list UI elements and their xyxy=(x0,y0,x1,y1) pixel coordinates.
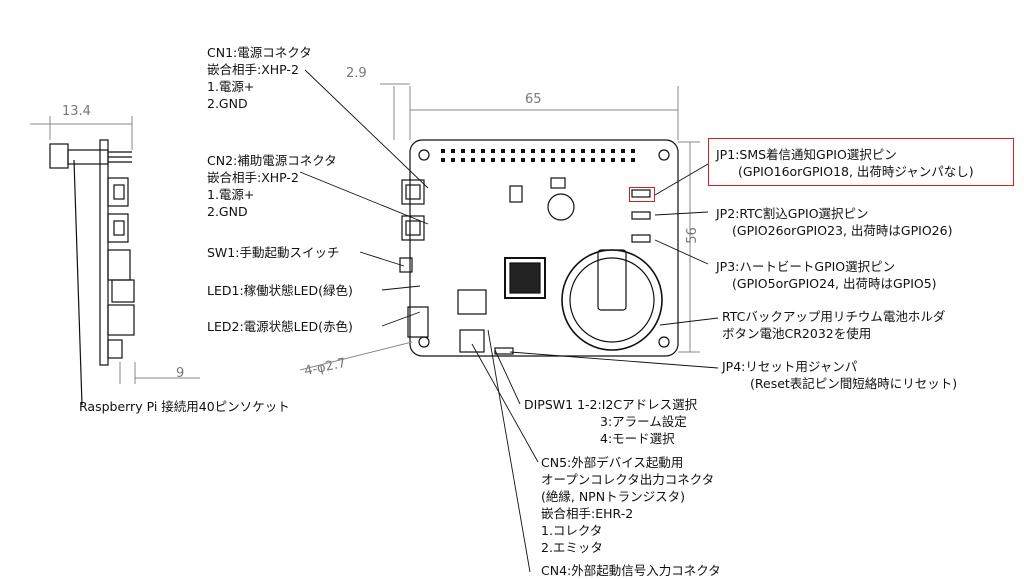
header-pin xyxy=(541,149,545,153)
header-pin xyxy=(531,158,535,162)
dim-65: 65 xyxy=(525,92,542,107)
header-pin xyxy=(601,158,605,162)
header-pin xyxy=(441,149,445,153)
header-pin xyxy=(441,158,445,162)
header-pin xyxy=(461,158,465,162)
header-pin xyxy=(461,149,465,153)
dim-56: 56 xyxy=(684,227,700,244)
cn1-label: CN1:電源コネクタ 嵌合相手:XHP-2 1.電源+ 2.GND xyxy=(207,45,312,111)
dimension-lines xyxy=(30,83,700,384)
header-pin xyxy=(511,158,515,162)
header-pin xyxy=(451,149,455,153)
leader-lines xyxy=(299,69,719,573)
header-pin xyxy=(551,158,555,162)
header-pin xyxy=(541,158,545,162)
jp2-label: JP2:RTC割込GPIO選択ピン (GPIO26orGPIO23, 出荷時はG… xyxy=(716,206,953,238)
header-pin xyxy=(481,158,485,162)
header-pin xyxy=(491,149,495,153)
header-pin xyxy=(581,149,585,153)
led1-label: LED1:稼働状態LED(緑色) xyxy=(207,283,353,298)
header-pin xyxy=(611,158,615,162)
rpi-socket-label: Raspberry Pi 接続用40ピンソケット xyxy=(79,399,290,414)
jp1-highlight-box xyxy=(708,138,1014,186)
sw1-label: SW1:手動起動スイッチ xyxy=(207,245,340,260)
header-pin xyxy=(571,149,575,153)
rtc-battery-label: RTCバックアップ用リチウム電池ホルダ ボタン電池CR2032を使用 xyxy=(722,309,946,341)
dim-9: 9 xyxy=(176,366,185,381)
header-pin xyxy=(471,158,475,162)
header-pin xyxy=(501,149,505,153)
dim-13-4: 13.4 xyxy=(62,104,91,119)
header-pin xyxy=(561,149,565,153)
header-pin xyxy=(611,149,615,153)
jp4-label: JP4:リセット用ジャンパ (Reset表記ピン間短絡時にリセット) xyxy=(722,359,958,391)
header-pin xyxy=(511,149,515,153)
dim-2-9: 2.9 xyxy=(346,66,367,81)
dipsw-label: DIPSW1 1-2:I2Cアドレス選択 3:アラーム設定 4:モード選択 xyxy=(524,397,698,446)
header-pin xyxy=(601,149,605,153)
header-pin xyxy=(491,158,495,162)
board-top-view xyxy=(399,139,679,357)
header-pin xyxy=(531,149,535,153)
header-pin xyxy=(521,158,525,162)
led2-label: LED2:電源状態LED(赤色) xyxy=(207,319,353,334)
header-pin xyxy=(631,149,635,153)
gpio-header-pins xyxy=(441,149,635,162)
jp1-pin-highlight xyxy=(629,187,655,202)
header-pin xyxy=(471,149,475,153)
header-pin xyxy=(451,158,455,162)
header-pin xyxy=(591,158,595,162)
jp3-label: JP3:ハートビートGPIO選択ピン (GPIO5orGPIO24, 出荷時はG… xyxy=(716,259,937,291)
header-pin xyxy=(621,149,625,153)
cn2-label: CN2:補助電源コネクタ 嵌合相手:XHP-2 1.電源+ 2.GND xyxy=(207,153,337,219)
header-pin xyxy=(571,158,575,162)
cn4-label: CN4:外部起動信号入力コネクタ xyxy=(541,563,721,578)
header-pin xyxy=(551,149,555,153)
header-pin xyxy=(581,158,585,162)
jp1-label: JP1:SMS着信通知GPIO選択ピン (GPIO16orGPIO18, 出荷時… xyxy=(716,147,974,179)
header-pin xyxy=(521,149,525,153)
header-pin xyxy=(481,149,485,153)
side-view xyxy=(49,139,135,406)
cn5-label: CN5:外部デバイス起動用 オープンコレクタ出力コネクタ (絶縁, NPNトラン… xyxy=(541,455,715,555)
header-pin xyxy=(501,158,505,162)
header-pin xyxy=(591,149,595,153)
header-pin xyxy=(561,158,565,162)
header-pin xyxy=(631,158,635,162)
header-pin xyxy=(621,158,625,162)
